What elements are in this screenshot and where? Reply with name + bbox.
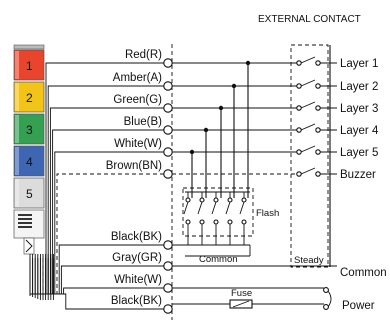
tower-segment-3 bbox=[13, 113, 45, 145]
terminal-icon bbox=[163, 283, 173, 293]
junction-dot bbox=[189, 149, 195, 155]
tower-segment-number: 2 bbox=[26, 91, 33, 105]
output-label: Buzzer bbox=[340, 169, 376, 181]
steady-box bbox=[290, 44, 329, 268]
terminal-icon bbox=[163, 81, 173, 91]
wire-label: Amber(A) bbox=[113, 72, 162, 84]
contact-terminal-icon bbox=[296, 105, 302, 111]
contact-terminal-icon bbox=[296, 171, 302, 177]
output-label: Layer 3 bbox=[340, 103, 378, 115]
terminal-icon bbox=[163, 240, 173, 250]
terminal-icon bbox=[163, 125, 173, 135]
flash-contact-icon bbox=[199, 219, 205, 225]
terminal-icon bbox=[163, 304, 173, 314]
switch-icon bbox=[300, 56, 316, 64]
tower-segment-number: 4 bbox=[26, 155, 33, 169]
output-label: Layer 4 bbox=[340, 125, 379, 137]
flash-contact-icon bbox=[241, 197, 247, 203]
contact-terminal-icon bbox=[296, 149, 302, 155]
tower-segment-number: 3 bbox=[26, 123, 33, 137]
flash-contact-icon bbox=[227, 219, 233, 225]
flash-box bbox=[182, 187, 254, 237]
flash-contacts bbox=[183, 191, 250, 245]
flash-contact-icon bbox=[199, 197, 205, 203]
flash-contact-icon bbox=[213, 197, 219, 203]
junction-dot bbox=[203, 127, 209, 133]
wire-label: Red(R) bbox=[125, 49, 162, 61]
switch-icon bbox=[300, 167, 316, 175]
flash-label: Flash bbox=[256, 208, 279, 219]
tower-segment-number: 1 bbox=[26, 59, 33, 73]
terminal-icon bbox=[163, 147, 173, 157]
terminal-icon bbox=[163, 261, 173, 271]
switch-icon bbox=[300, 145, 316, 153]
tower-segment-number: 5 bbox=[26, 187, 33, 201]
contact-terminal-icon bbox=[315, 105, 321, 111]
wire-label: Brown(BN) bbox=[106, 160, 162, 172]
steady-label: Steady bbox=[294, 255, 324, 266]
wire-label: Green(G) bbox=[113, 94, 162, 106]
fuse-label: Fuse bbox=[231, 288, 252, 299]
contact-terminal-icon bbox=[315, 83, 321, 89]
wire-label: Black(BK) bbox=[111, 295, 162, 307]
cable-bundle bbox=[29, 62, 164, 310]
flash-contact-icon bbox=[241, 219, 247, 225]
switch-icon bbox=[300, 123, 316, 131]
power-terminal-icon bbox=[323, 287, 329, 293]
junction-dot bbox=[218, 105, 224, 111]
power-source-icon bbox=[327, 290, 332, 308]
cable-break-icon bbox=[25, 239, 33, 253]
wire-label: Gray(GR) bbox=[112, 252, 162, 264]
output-label: Layer 5 bbox=[340, 147, 378, 159]
output-label: Layer 1 bbox=[340, 58, 378, 70]
contact-terminal-icon bbox=[296, 60, 302, 66]
diagram-title: EXTERNAL CONTACT bbox=[258, 14, 361, 25]
tower-segment-4 bbox=[13, 145, 45, 177]
flash-contact-icon bbox=[185, 219, 191, 225]
wire-label: Blue(B) bbox=[124, 116, 163, 128]
wire-label: White(W) bbox=[114, 274, 162, 286]
switch-icon bbox=[300, 101, 316, 109]
power-terminal-icon bbox=[323, 304, 329, 310]
contact-terminal-icon bbox=[315, 60, 321, 66]
contact-terminal-icon bbox=[315, 171, 321, 177]
tower-vent-icon bbox=[18, 214, 32, 228]
output-label: Layer 2 bbox=[340, 81, 378, 93]
tower-segment-5 bbox=[13, 177, 45, 209]
power-label: Power bbox=[342, 300, 375, 312]
terminal-icon bbox=[163, 58, 173, 68]
flash-contact-icon bbox=[185, 197, 191, 203]
junction-dot bbox=[231, 83, 237, 89]
common-inner-label: Common bbox=[199, 254, 238, 265]
common-label: Common bbox=[340, 267, 387, 279]
tower-neck bbox=[23, 237, 35, 255]
wire-label: White(W) bbox=[114, 138, 162, 150]
flash-contact-icon bbox=[213, 219, 219, 225]
signal-tower: 1 2 3 4 5 bbox=[13, 44, 45, 255]
tower-cap bbox=[13, 44, 45, 50]
tower-segment-2 bbox=[13, 81, 45, 113]
junction-dot bbox=[245, 60, 251, 66]
tower-segment-1 bbox=[13, 49, 45, 81]
flash-contact-icon bbox=[227, 197, 233, 203]
terminal-icon bbox=[163, 169, 173, 179]
contact-terminal-icon bbox=[296, 127, 302, 133]
terminal-icon bbox=[163, 103, 173, 113]
wire-label: Black(BK) bbox=[111, 231, 162, 243]
contact-terminal-icon bbox=[315, 149, 321, 155]
switch-icon bbox=[300, 79, 316, 87]
contact-terminal-icon bbox=[296, 83, 302, 89]
external-contacts: Layer 1 Layer 2 Layer 3 Layer 4 Layer 5 Buzze… bbox=[172, 45, 379, 310]
contact-terminal-icon bbox=[315, 127, 321, 133]
